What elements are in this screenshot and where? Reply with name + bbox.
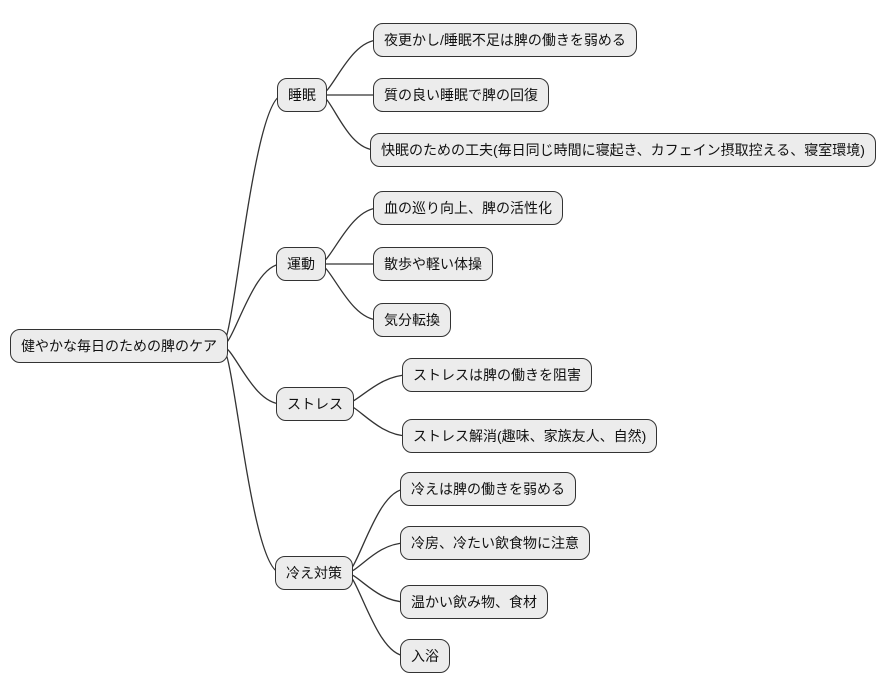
mindmap-leaf-sleep-2: 快眠のための工夫(毎日同じ時間に寝起き、カフェイン摂取控える、寝室環境) <box>370 133 876 167</box>
mindmap-leaf-sleep-1: 質の良い睡眠で脾の回復 <box>373 78 549 112</box>
mindmap-leaf-stress-1: ストレス解消(趣味、家族友人、自然) <box>402 419 658 453</box>
connector-cold-child-1 <box>345 542 407 574</box>
connector-cold-child-3 <box>345 572 407 657</box>
mindmap-branch-stress: ストレス <box>276 387 354 421</box>
mindmap-root-node: 健やかな毎日のための脾のケア <box>10 329 228 363</box>
connector-sleep-child-2 <box>319 94 377 151</box>
connector-root-cold <box>221 345 282 574</box>
connector-cold-child-0 <box>345 488 407 574</box>
mindmap-leaf-cold-3: 入浴 <box>400 639 450 673</box>
connector-exercise-child-2 <box>318 263 380 321</box>
mindmap-leaf-cold-1: 冷房、冷たい飲食物に注意 <box>400 526 590 560</box>
connector-stress-child-1 <box>344 403 409 437</box>
connector-stress-child-0 <box>344 374 409 405</box>
mindmap-leaf-cold-0: 冷えは脾の働きを弱める <box>400 472 576 506</box>
mindmap-branch-cold: 冷え対策 <box>275 556 353 590</box>
connector-root-exercise <box>221 263 283 347</box>
connector-cold-child-2 <box>345 572 407 603</box>
mindmap-branch-exercise: 運動 <box>276 247 326 281</box>
connector-sleep-child-0 <box>319 39 380 96</box>
mindmap-leaf-exercise-0: 血の巡り向上、脾の活性化 <box>373 191 563 225</box>
connector-exercise-child-0 <box>318 207 380 265</box>
connector-root-sleep <box>221 94 284 347</box>
mindmap-leaf-cold-2: 温かい飲み物、食材 <box>400 585 548 619</box>
mindmap-leaf-sleep-0: 夜更かし/睡眠不足は脾の働きを弱める <box>373 23 637 57</box>
mindmap-leaf-exercise-2: 気分転換 <box>373 303 451 337</box>
mindmap-leaf-stress-0: ストレスは脾の働きを阻害 <box>402 358 592 392</box>
mindmap-leaf-exercise-1: 散歩や軽い体操 <box>373 247 493 281</box>
mindmap-branch-sleep: 睡眠 <box>277 78 327 112</box>
